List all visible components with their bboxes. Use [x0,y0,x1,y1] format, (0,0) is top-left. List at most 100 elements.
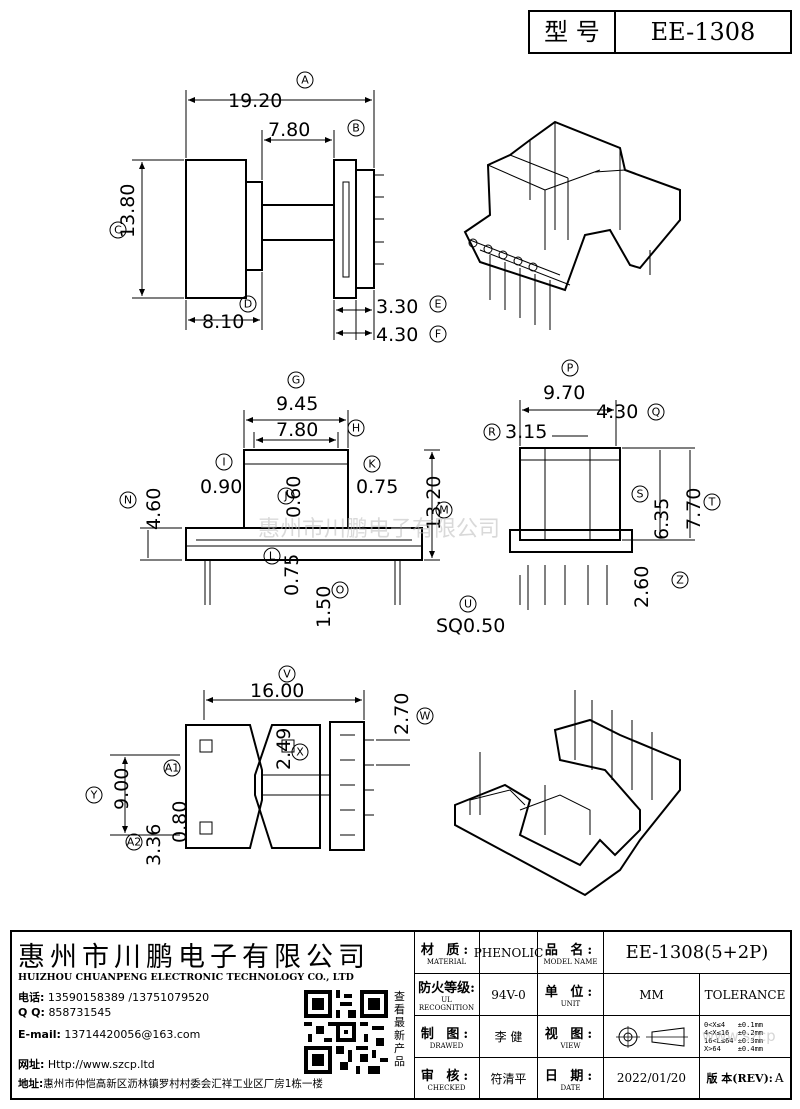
letter-g: G [292,374,301,387]
dim-a1: 0.80 [169,801,191,843]
letter-v: V [283,668,291,681]
dim-f: 4.30 [376,324,418,346]
tol-row-2: 4<X≤16 ±0.2mm [704,1028,764,1037]
dim-w: 2.70 [391,693,413,735]
dim-z: 2.60 [631,566,653,608]
dim-d: 8.10 [202,311,244,333]
model-label: 品 名: [544,943,597,958]
dim-y: 9.00 [111,768,133,810]
model-label-en: MODEL NAME [543,958,598,966]
dim-t: 7.70 [683,488,705,530]
type-label: 型 号 [530,12,616,52]
letter-t: T [708,496,716,509]
qr-code [304,990,388,1074]
rev-label: 版 本(REV): [706,1072,773,1085]
material-value: PHENOLIC [473,945,544,960]
dim-a2: 3.36 [143,824,165,866]
drawn-label: 制 图: [420,1027,473,1042]
dim-n: 4.60 [143,488,165,530]
unit-value: MM [639,987,664,1002]
letter-n: N [124,494,132,507]
email-value[interactable]: 13714420056@163.com [64,1028,201,1041]
letter-p: P [567,362,574,375]
letter-b: B [352,122,360,135]
checked-label-en: CHECKED [427,1083,466,1092]
letter-r: R [488,426,496,439]
dim-r: 3.15 [505,421,547,443]
dimension-labels: 19.20 7.80 13.80 8.10 3.30 4.30 9.45 7.8… [111,90,705,866]
material-label-en: MATERIAL [426,958,467,966]
drawn-label-en: DRAWED [429,1042,464,1050]
dim-h: 7.80 [276,419,318,441]
view-side [132,90,384,340]
material-label: 材 质: [420,943,473,958]
tol-row-1: 0<X≤4 ±0.1mm [704,1020,764,1029]
phone-label: 电话: [18,991,45,1004]
ul-label-en: UL RECOGNITION [418,996,475,1012]
email-label: E-mail: [18,1028,61,1041]
model-header: 型 号 EE-1308 [528,10,792,54]
drawn-value: 李 健 [494,1030,523,1044]
qq-value: 858731545 [48,1006,112,1019]
tolerance-label: TOLERANCE [704,987,786,1002]
dim-q: 4.30 [596,401,638,423]
projection-symbol-icon [615,1025,688,1048]
letter-f: F [435,328,441,341]
ul-label: 防火等级: [418,981,475,996]
letter-e: E [435,298,442,311]
rev-value: A [774,1071,784,1085]
company-name-cn: 惠州市川鹏电子有限公司 [18,942,370,973]
dim-c: 13.80 [117,184,139,238]
dim-u: SQ0.50 [436,615,505,637]
ul-value: 94V-0 [491,987,526,1002]
phone-value: 13590158389 /13751079520 [47,991,210,1004]
spec-table: 材 质:MATERIAL PHENOLIC 品 名:MODEL NAME EE-… [414,932,790,1098]
dim-g: 9.45 [276,393,318,415]
dim-b: 7.80 [268,119,310,141]
letter-h: H [352,422,360,435]
view-profile [509,400,695,610]
view-label: 视 图: [544,1027,597,1042]
letter-u: U [464,598,472,611]
dim-e: 3.30 [376,296,418,318]
view-front [140,410,440,605]
letter-m: M [439,504,449,517]
dim-x: 2.49 [273,728,295,770]
checked-value: 符清平 [490,1071,527,1086]
letter-z: Z [676,574,684,587]
letter-a1: A1 [165,762,180,775]
dim-l: 0.75 [281,554,303,596]
title-block: 惠州市川鹏电子有限公司 HUIZHOU CHUANPENG ELECTRONIC… [10,930,792,1100]
watermark-url: www.szcp [702,1027,776,1045]
letter-w: W [420,710,431,723]
view-bottom [110,690,410,851]
date-label-en: DATE [560,1083,581,1092]
letter-l: L [269,550,276,563]
dim-s: 6.35 [651,498,673,540]
view-iso-1 [463,120,681,330]
unit-label-en: UNIT [560,1000,581,1008]
tol-row-3: 16<L≤64 ±0.3mm [704,1036,764,1045]
letter-c: C [114,224,122,237]
address-value: 惠州市仲恺高新区沥林镇罗村村委会汇祥工业区厂房1栋一楼 [43,1078,323,1090]
qr-caption: 查看最新产品 [394,990,405,1068]
unit-label: 单 位: [544,985,597,1000]
dim-p: 9.70 [543,382,585,404]
dim-v: 16.00 [250,680,304,702]
letter-a2: A2 [127,836,142,849]
view-label-en: VIEW [560,1042,581,1050]
letter-o: O [336,584,345,597]
reference-letters: A B C D E F G H I J K L M N O P Q R S T … [85,71,721,851]
web-value[interactable]: Http://www.szcp.ltd [47,1058,155,1071]
view-iso-2 [454,690,681,897]
web-label: 网址: [18,1058,45,1071]
qq-label: Q Q: [18,1006,45,1019]
date-label: 日 期: [544,1068,597,1084]
tol-row-4: X>64 ±0.4mm [704,1044,764,1053]
letter-j: J [283,490,287,503]
address-label: 地址: [18,1078,44,1090]
letter-q: Q [652,406,661,419]
date-value: 2022/01/20 [616,1071,687,1085]
watermark-text: 惠州市川鹏电子有限公司 [258,517,500,542]
company-name-en: HUIZHOU CHUANPENG ELECTRONIC TECHNOLOGY … [18,972,354,983]
